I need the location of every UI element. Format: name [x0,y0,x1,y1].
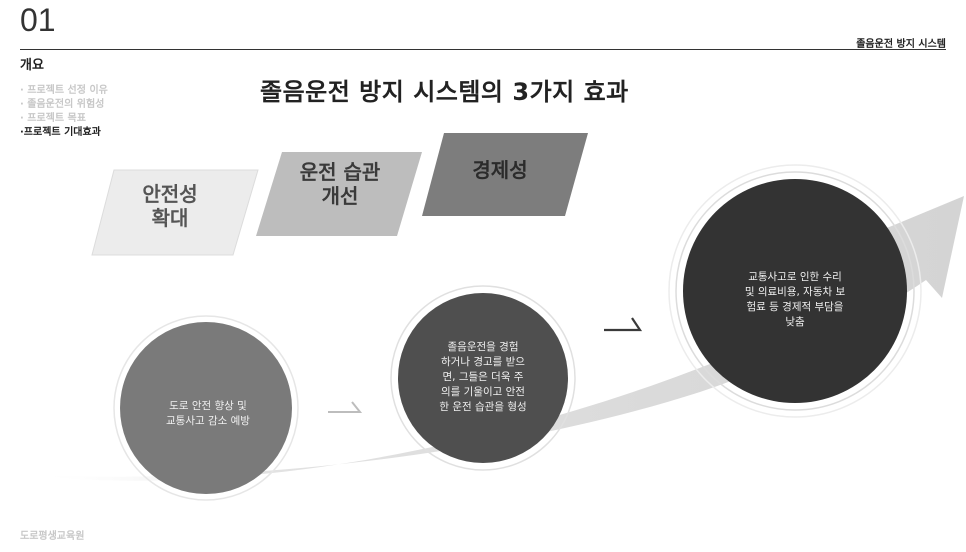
effect-circle-1-text: 도로 안전 향상 및 교통사고 감소 예방 [138,399,278,429]
circle-2-line: 한 운전 습관을 형성 [439,401,527,413]
outline-item-danger: · 졸음운전의 위험성 [20,99,105,110]
effect-circle-2-text: 졸음운전을 경험 하거나 경고를 받으 면, 그들은 더욱 주 의를 기울이고 … [412,340,554,415]
presentation-title: 졸음운전 방지 시스템 [856,39,946,50]
effect-tag-habit-line2: 개선 [321,184,359,208]
circle-3-line: 교통사고로 인한 수리 [748,271,842,283]
slide-number: 01 [20,2,56,38]
effect-tag-safety-shape [91,169,259,256]
effect-tag-economy-shape [422,133,588,216]
outline-item-reason: · 프로젝트 선정 이유 [20,85,108,96]
outline-list: · 프로젝트 선정 이유 · 졸음운전의 위험성 · 프로젝트 목표 ·프로젝트… [20,84,108,140]
effect-tag-safety: 안전성 확대 [105,182,235,230]
effect-circle-1-ring [113,315,299,501]
footer-organization: 도로평생교육원 [20,531,85,542]
effect-circle-1 [120,322,292,494]
effect-circle-3-text: 교통사고로 인한 수리 및 의료비용, 자동차 보 험료 등 경제적 부담을 낮… [720,270,870,330]
effect-circle-2-ring [390,285,576,471]
effect-tag-habit-line1: 운전 습관 [299,160,381,184]
circle-3-line: 낮춤 [785,316,805,328]
circle-2-line: 면, 그들은 더욱 주 [442,371,524,383]
effect-circle-2 [398,293,568,463]
effect-tag-economy: 경제성 [425,158,575,182]
section-title: 개요 [20,58,44,73]
effect-tag-economy-line1: 경제성 [472,158,528,182]
effect-circle-3 [683,179,907,403]
connector-arrow-2-icon [604,317,643,332]
effect-tag-safety-line2: 확대 [151,206,189,230]
circle-3-line: 및 의료비용, 자동차 보 [744,286,846,298]
connector-arrow-1-icon [328,401,363,413]
outline-item-expected-effect: ·프로젝트 기대효과 [20,127,101,138]
effect-circle-3-outer-ring [668,164,922,418]
circle-1-line: 도로 안전 향상 및 [169,400,247,412]
outline-item-goal: · 프로젝트 목표 [20,113,86,124]
effect-circle-3-ring [675,171,915,411]
effect-tag-safety-line1: 안전성 [142,182,198,206]
circle-2-line: 졸음운전을 경험 [447,341,519,353]
circle-2-line: 하거나 경고를 받으 [441,356,525,368]
circle-3-line: 험료 등 경제적 부담을 [746,301,844,313]
effect-tag-habit-shape [256,152,422,236]
circle-2-line: 의를 기울이고 안전 [441,386,525,398]
circle-1-line: 교통사고 감소 예방 [166,415,250,427]
header-divider [20,49,946,50]
page-title: 졸음운전 방지 시스템의 3가지 효과 [260,78,629,106]
effect-tag-habit: 운전 습관 개선 [260,160,420,208]
